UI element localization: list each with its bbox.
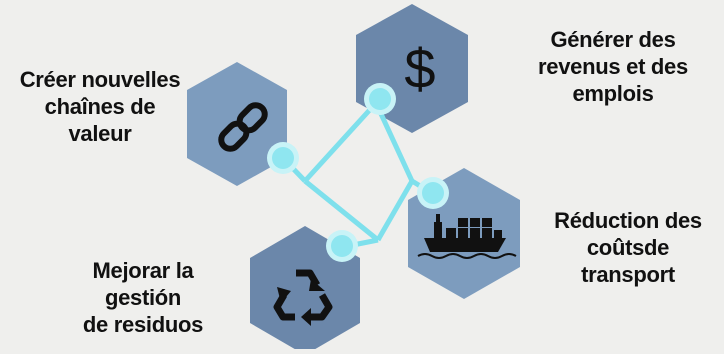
connector-dot-waste	[326, 230, 358, 262]
dollar-icon: $	[404, 37, 435, 100]
recycle-icon	[273, 269, 333, 326]
label-line: Créer nouvelles	[19, 67, 181, 92]
connector-line	[373, 101, 415, 183]
label-line: transport	[581, 262, 675, 287]
label-transport: Réduction des coûtsde transport	[534, 207, 722, 288]
label-waste: Mejorar la gestión de residuos	[58, 257, 228, 338]
label-line: de residuos	[82, 312, 204, 337]
label-line: Réduction des	[554, 208, 702, 233]
label-line: Mejorar la	[92, 258, 194, 283]
label-revenue: Générer des revenus et des emplois	[518, 26, 708, 107]
label-line: Générer des	[550, 27, 676, 52]
connector-line	[303, 179, 380, 242]
connector-dot-value-chains	[267, 142, 299, 174]
label-line: revenus et des	[538, 54, 688, 79]
connector-dot-transport	[417, 177, 449, 209]
label-line: chaînes de	[44, 94, 156, 119]
label-line: coûtsde	[586, 235, 670, 260]
cargo-ship-icon	[417, 214, 517, 259]
connector-line	[375, 179, 415, 242]
label-line: gestión	[104, 285, 182, 310]
label-value-chains: Créer nouvelles chaînes de valeur	[4, 66, 196, 147]
chain-link-icon	[218, 102, 268, 152]
label-line: valeur	[68, 121, 132, 146]
label-line: emplois	[572, 81, 654, 106]
connector-line	[303, 101, 378, 183]
connector-dot-revenue	[364, 83, 396, 115]
